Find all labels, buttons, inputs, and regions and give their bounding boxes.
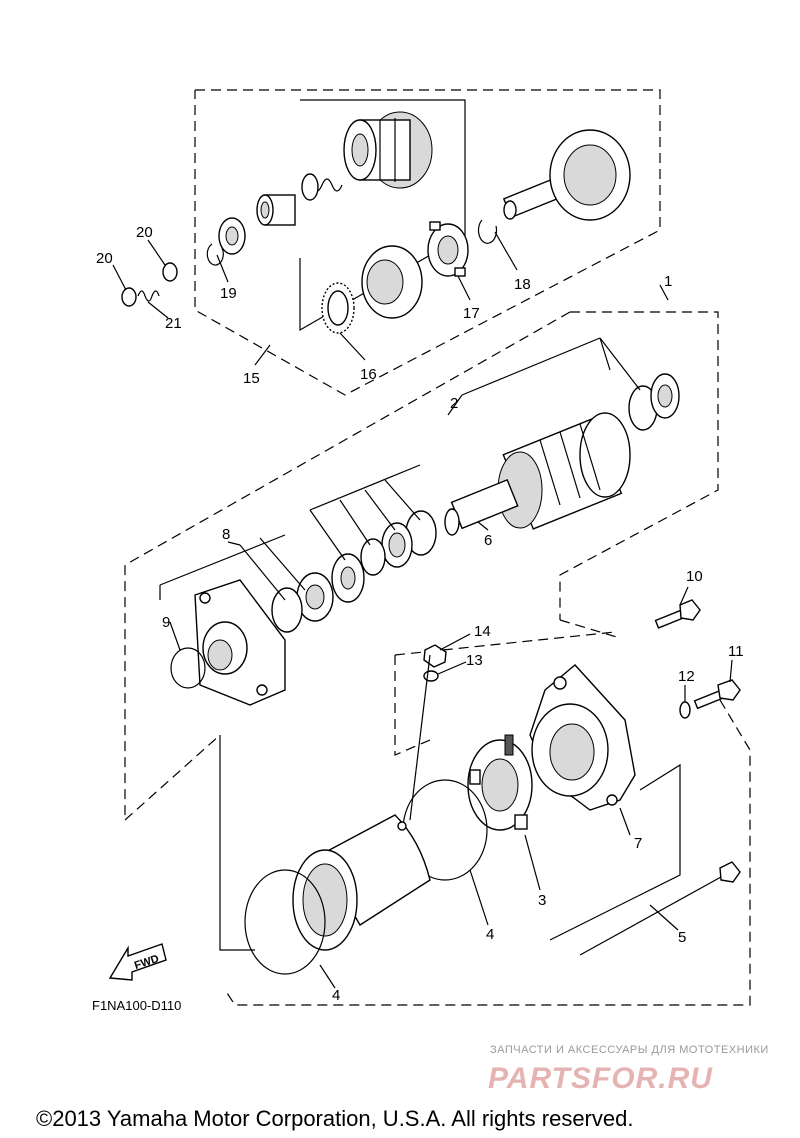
circlip-19: [206, 243, 224, 266]
bearing: [271, 572, 334, 633]
callout-labels: 20 20 21 19 15 16 17 18 1 2 6 8 9 10 14 …: [96, 224, 744, 1004]
parts-20-21: [121, 262, 178, 307]
circlip-18: [477, 219, 498, 244]
callout-1: 1: [664, 273, 672, 290]
thrust-washers-left: [331, 510, 437, 603]
o-ring-9: [170, 647, 206, 689]
clutch-washer: [218, 217, 246, 255]
washer-12: [679, 701, 691, 719]
clutch-shaft: [502, 129, 631, 221]
callout-10: 10: [686, 568, 703, 585]
bolt-10: [654, 599, 701, 629]
callout-14: 14: [474, 623, 491, 640]
group-4-outline: [219, 654, 431, 951]
callout-9: 9: [162, 614, 170, 631]
diagram-code: F1NA100-D110: [92, 998, 181, 1013]
watermark-logo: PARTSFOR.RU: [488, 1062, 713, 1095]
through-bolt-5: [579, 861, 741, 956]
armature-2: [444, 412, 631, 536]
retainer-plate-17: [427, 221, 469, 277]
callout-5: 5: [678, 929, 686, 946]
callout-7: 7: [634, 835, 642, 852]
yoke: [292, 814, 431, 951]
callout-8: 8: [222, 526, 230, 543]
callout-11: 11: [728, 643, 744, 660]
callout-4-front: 4: [332, 987, 340, 1004]
needle-bearing-16: [321, 282, 355, 334]
fwd-arrow-icon: FWD: [108, 943, 167, 981]
callout-6: 6: [484, 532, 492, 549]
bolt-11: [693, 679, 741, 710]
callout-13: 13: [466, 652, 483, 669]
callout-19: 19: [220, 285, 237, 302]
front-cover-8: [194, 579, 286, 706]
callout-20-left: 20: [96, 250, 113, 267]
pinion-gear: [343, 111, 433, 189]
rear-cover-7: [529, 664, 636, 811]
brush-holder-3: [467, 734, 533, 831]
thrust-washers-right: [628, 373, 680, 431]
callout-20-right: 20: [136, 224, 153, 241]
callout-2: 2: [450, 395, 458, 412]
washer-13: [423, 670, 439, 682]
callout-17: 17: [463, 305, 480, 322]
callout-3: 3: [538, 892, 546, 909]
group-1-outline: [124, 311, 751, 1006]
callout-12: 12: [678, 668, 695, 685]
callout-18: 18: [514, 276, 531, 293]
gasket-4-front: [244, 869, 326, 975]
clutch-collar: [256, 194, 296, 226]
callout-16: 16: [360, 366, 377, 383]
clutch-housing: [361, 245, 423, 319]
callout-15: 15: [243, 370, 260, 387]
callout-21: 21: [165, 315, 182, 332]
copyright-notice: ©2013 Yamaha Motor Corporation, U.S.A. A…: [36, 1106, 633, 1131]
callout-4-rear: 4: [486, 926, 494, 943]
group-5-outline: [549, 763, 681, 941]
watermark-tagline: ЗАПЧАСТИ И АКСЕССУАРЫ ДЛЯ МОТОТЕХНИКИ: [490, 1044, 769, 1056]
leader-lines: [112, 231, 733, 989]
clutch-spring: [301, 173, 343, 201]
